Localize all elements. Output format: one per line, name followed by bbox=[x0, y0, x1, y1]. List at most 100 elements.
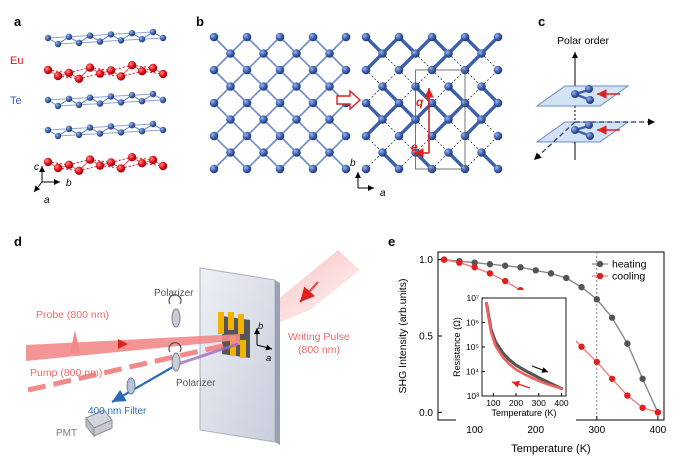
te-lattice-undistorted bbox=[209, 32, 351, 174]
polarizer-top bbox=[168, 294, 182, 328]
te-atom bbox=[242, 32, 252, 42]
inset-y-tick-label: 10⁴ bbox=[466, 367, 479, 377]
panel-a-axes: c b a bbox=[33, 162, 72, 206]
writing-pulse-label: Writing Pulse bbox=[288, 331, 350, 343]
filter-label: 400 nm Filter bbox=[88, 406, 147, 417]
data-point-heating bbox=[471, 259, 478, 266]
te-atom bbox=[209, 164, 219, 174]
te-atom bbox=[292, 82, 301, 91]
sample-axis-b: b bbox=[258, 321, 263, 332]
eu-atom bbox=[116, 72, 126, 81]
te-atom bbox=[86, 94, 94, 101]
pmt-detector bbox=[85, 409, 113, 438]
te-atom bbox=[117, 37, 125, 44]
te-atom bbox=[341, 131, 351, 141]
data-point-heating bbox=[532, 267, 539, 274]
legend-label: heating bbox=[612, 259, 647, 271]
data-point-cooling bbox=[578, 343, 585, 350]
data-point-cooling bbox=[593, 358, 601, 366]
te-atom bbox=[138, 128, 146, 135]
te-atom bbox=[325, 82, 334, 91]
te-atom bbox=[308, 164, 318, 174]
inset-series-cooling bbox=[485, 302, 563, 390]
e-vector-label: e bbox=[411, 140, 418, 154]
data-point-heating bbox=[563, 274, 570, 282]
top-dimer bbox=[571, 85, 620, 104]
eu-atom bbox=[158, 69, 168, 79]
te-atom bbox=[477, 115, 486, 124]
sample-axis-a: a bbox=[266, 353, 271, 364]
te-atom bbox=[493, 131, 503, 141]
te-atom bbox=[259, 148, 268, 157]
data-point-heating bbox=[578, 283, 585, 291]
data-point-heating bbox=[547, 270, 555, 277]
te-atom bbox=[292, 49, 301, 58]
te-atom bbox=[75, 131, 83, 138]
inset-y-tick-label: 10³ bbox=[467, 391, 479, 401]
inset-y-tick-label: 10⁵ bbox=[466, 342, 479, 352]
eu-atom bbox=[64, 160, 74, 169]
data-point-cooling bbox=[608, 375, 616, 382]
te-atom bbox=[341, 164, 351, 174]
te-atom bbox=[325, 49, 334, 58]
te-atom bbox=[209, 32, 219, 42]
panel-b: b q e b a bbox=[196, 14, 503, 199]
te-atom bbox=[159, 34, 167, 42]
data-point-cooling bbox=[440, 256, 448, 263]
pump-beam bbox=[27, 339, 241, 393]
te-atom bbox=[444, 82, 453, 91]
data-point-heating bbox=[486, 261, 494, 268]
axis-b-label-b: b bbox=[350, 158, 356, 169]
te-atom bbox=[54, 40, 62, 48]
x-tick-label: 200 bbox=[527, 425, 544, 436]
data-point-cooling bbox=[654, 409, 662, 416]
data-point-heating bbox=[501, 262, 509, 269]
panel-b-letter: b bbox=[196, 14, 204, 29]
eu-atom bbox=[64, 68, 74, 78]
te-atom bbox=[138, 98, 146, 105]
data-point-heating bbox=[593, 296, 601, 303]
eute2-side-structure bbox=[43, 28, 168, 175]
inset-x-tick-label: 100 bbox=[486, 398, 500, 408]
x-axis-label: Temperature (K) bbox=[511, 443, 590, 455]
te-atom bbox=[107, 31, 115, 38]
te-atom bbox=[209, 98, 219, 108]
te-atom bbox=[411, 49, 420, 58]
te-atom bbox=[427, 98, 437, 108]
panel-c: c Polar order bbox=[533, 14, 655, 161]
te-atom bbox=[226, 82, 235, 91]
te-atom bbox=[325, 148, 334, 157]
panel-e-letter: e bbox=[388, 234, 395, 249]
filter-400nm bbox=[126, 377, 136, 395]
data-point-heating bbox=[639, 375, 646, 382]
eu-atom bbox=[127, 60, 137, 70]
eu-atom bbox=[85, 155, 95, 164]
te-atom bbox=[44, 34, 52, 42]
te-atom bbox=[65, 125, 73, 132]
inset-y-tick-label: 10⁷ bbox=[466, 293, 479, 303]
te-atom bbox=[477, 82, 486, 91]
te-atom bbox=[394, 131, 404, 141]
te-atom bbox=[242, 131, 252, 141]
te-atom bbox=[444, 115, 453, 124]
te-atom bbox=[259, 49, 268, 58]
data-point-cooling bbox=[639, 404, 646, 411]
eu-atom bbox=[106, 158, 116, 167]
y-tick-label: 0.5 bbox=[419, 332, 433, 343]
te-atom bbox=[159, 96, 167, 104]
cooling-direction-arrow bbox=[511, 380, 531, 389]
data-point-heating bbox=[608, 314, 616, 321]
x-tick-label: 400 bbox=[650, 425, 667, 436]
te-atom bbox=[325, 115, 334, 124]
te-atom bbox=[292, 115, 301, 124]
te-atom bbox=[209, 65, 219, 75]
eu-atom bbox=[137, 67, 147, 76]
te-atom bbox=[226, 115, 235, 124]
bottom-dimer bbox=[571, 121, 620, 140]
eu-label: Eu bbox=[10, 55, 23, 67]
inset-y-tick-label: 10⁶ bbox=[466, 318, 479, 328]
